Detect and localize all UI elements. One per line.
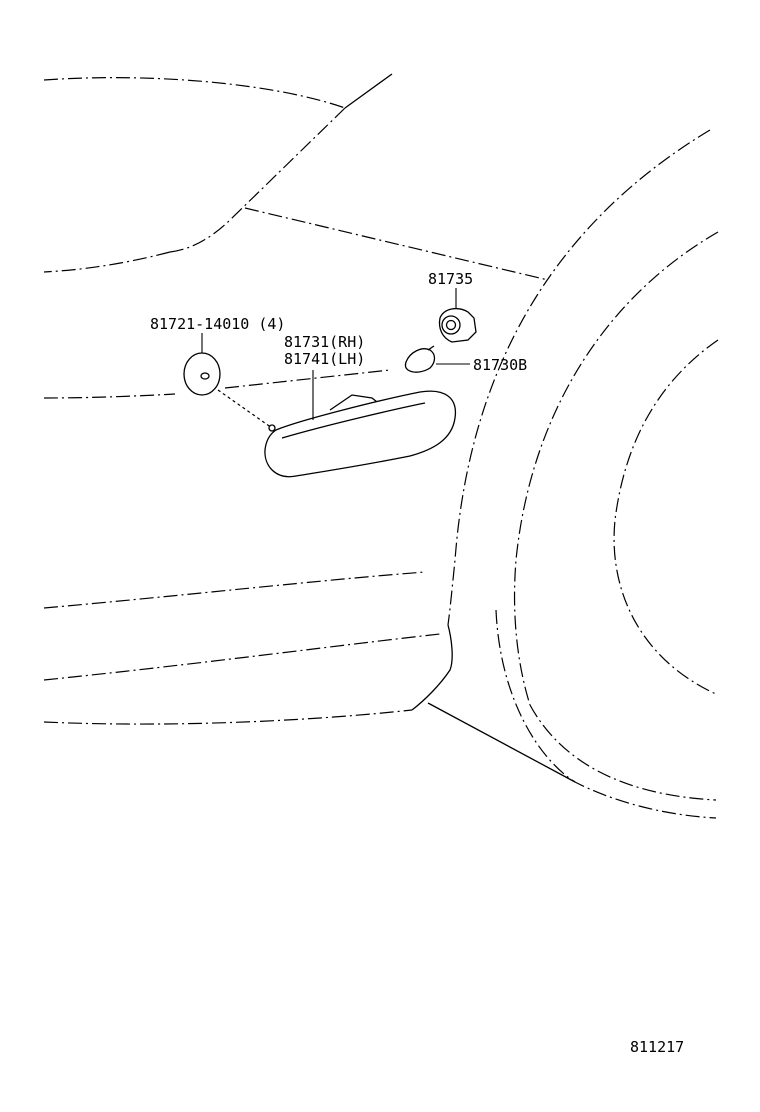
socket-part [438,307,477,343]
side-marker-lamp [264,390,457,478]
diagram-code: 811217 [630,1038,684,1056]
retainer-part [183,352,273,429]
callout-lamp-lh: 81741(LH) [284,350,365,368]
body-panel-outline [43,73,576,783]
bulb-part [404,345,436,373]
wheel-arch-outline [447,129,719,819]
callout-socket: 81735 [428,270,473,288]
callout-retainer: 81721-14010 (4) [150,315,285,333]
leader-lines [201,288,470,420]
callout-lamp-rh: 81731(RH) [284,333,365,351]
callout-bulb: 81730B [473,356,527,374]
